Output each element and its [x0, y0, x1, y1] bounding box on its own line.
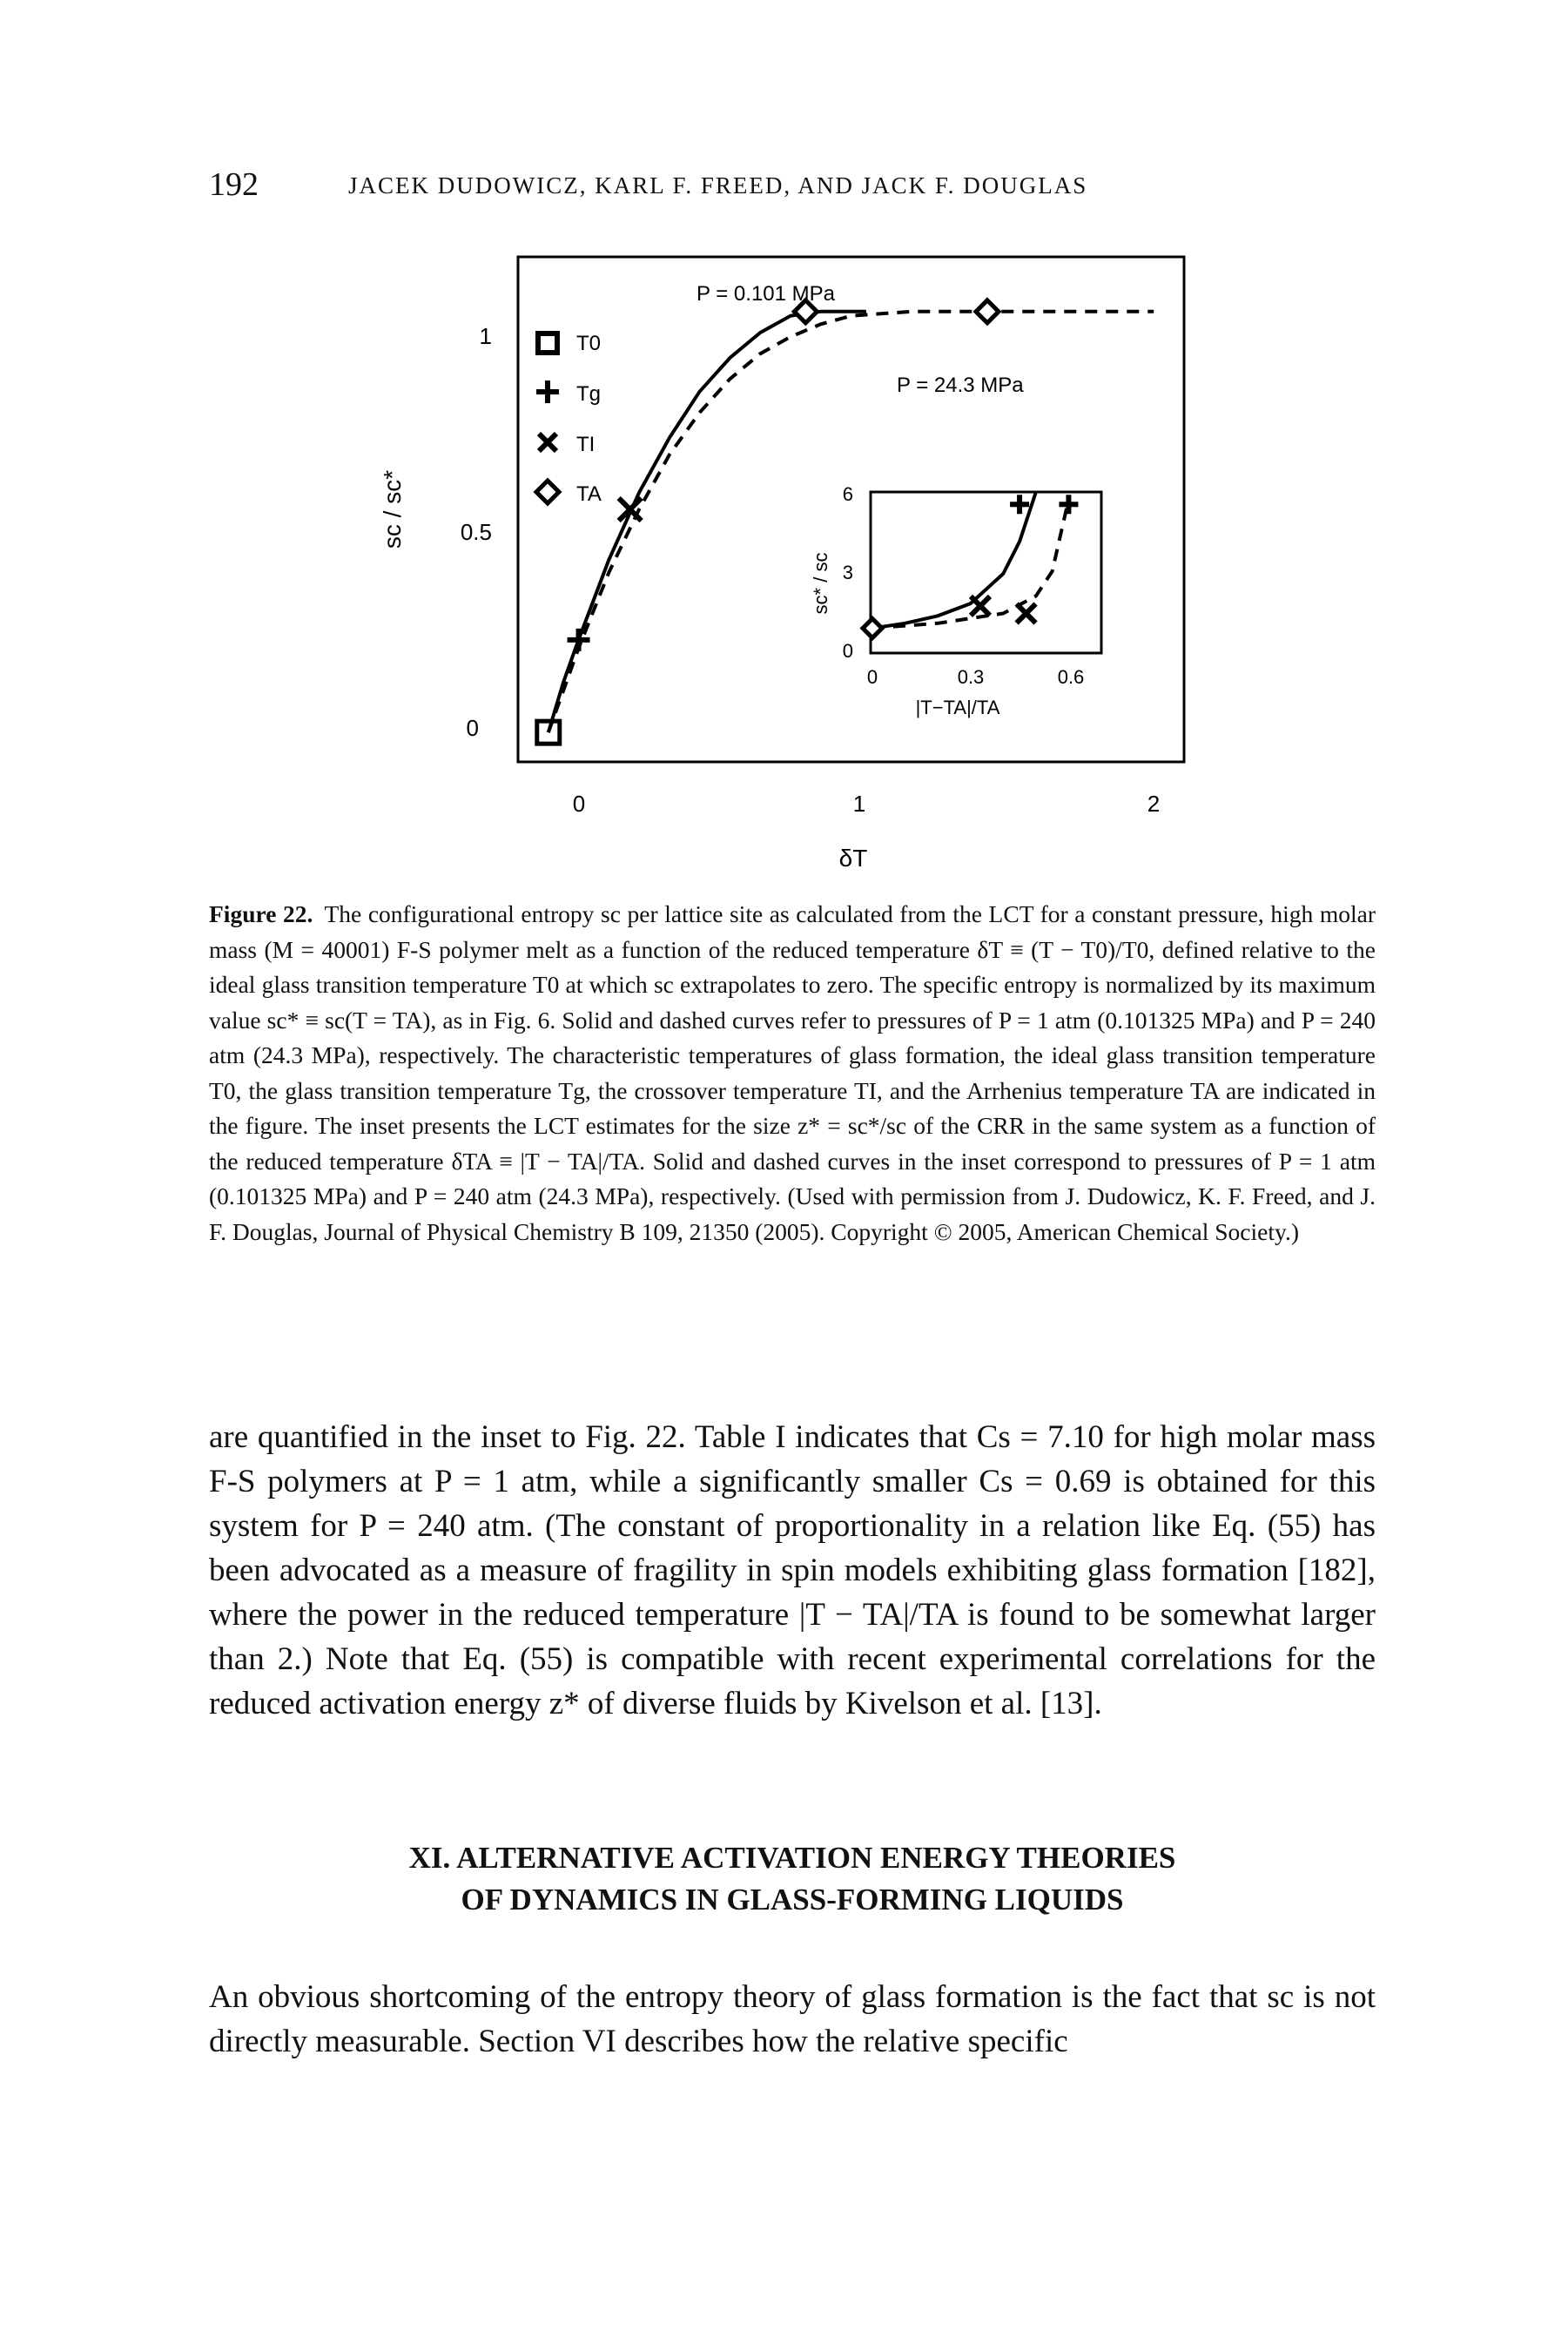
- diamond-marker: [791, 297, 820, 327]
- body-paragraph: An obvious shortcoming of the entropy th…: [209, 1979, 1376, 2059]
- caption-label: Figure 22.: [209, 900, 313, 927]
- section-heading-line: XI. ALTERNATIVE ACTIVATION ENERGY THEORI…: [408, 1841, 1176, 1875]
- cross-marker: [616, 495, 643, 523]
- diamond-marker: [859, 616, 885, 642]
- x-tick-label: 1: [853, 791, 865, 817]
- inset-y-tick-label: 3: [843, 562, 853, 583]
- body-paragraph: are quantified in the inset to Fig. 22. …: [209, 1419, 1376, 1721]
- page-number: 192: [209, 166, 259, 203]
- legend-square-marker: [535, 331, 560, 355]
- y-tick-label: 1: [480, 323, 492, 349]
- x-tick-label: 2: [1147, 791, 1160, 817]
- inset-x-tick-label: 0.6: [1058, 666, 1085, 688]
- x-tick-label: 0: [573, 791, 585, 817]
- square-marker: [535, 718, 562, 746]
- plus-marker: [1010, 495, 1030, 515]
- figure-22: 0 0.5 1 0 1 2 δT sc / sc* P = 0.101 MPa …: [331, 244, 1254, 888]
- diamond-marker: [972, 297, 1002, 327]
- solid-curve: [871, 491, 1038, 630]
- solid-curve: [546, 309, 866, 733]
- figure-chart: 0 0.5 1 0 1 2 δT sc / sc* P = 0.101 MPa …: [379, 255, 1186, 872]
- section-heading: XI. ALTERNATIVE ACTIVATION ENERGY THEORI…: [209, 1837, 1376, 1921]
- inset-frame: [869, 490, 1103, 655]
- legend-label: TA: [576, 482, 602, 506]
- main-plot-frame: [516, 255, 1186, 764]
- y-axis-label: sc / sc*: [379, 470, 406, 549]
- legend-label: T0: [576, 332, 601, 355]
- inset-y-tick-label: 6: [843, 483, 853, 505]
- curve-label-dashed: P = 24.3 MPa: [897, 374, 1024, 397]
- caption-text: The configurational entropy sc per latti…: [209, 900, 1376, 1245]
- section-heading-line: OF DYNAMICS IN GLASS-FORMING LIQUIDS: [461, 1883, 1124, 1917]
- legend: T0 Tg TI TA: [533, 331, 602, 507]
- inset-y-axis-label: sc* / sc: [810, 553, 831, 615]
- plus-marker: [567, 628, 590, 651]
- x-axis-label: δT: [839, 845, 868, 872]
- y-tick-label: 0: [467, 715, 479, 741]
- plus-marker: [1059, 495, 1079, 515]
- inset-y-tick-label: 0: [843, 640, 853, 662]
- inset-x-axis-label: |T−TA|/TA: [916, 697, 1000, 718]
- legend-label: TI: [576, 433, 595, 456]
- figure-caption: Figure 22. The configurational entropy s…: [209, 897, 1376, 1250]
- legend-plus-marker: [536, 381, 559, 403]
- curve-label-solid: P = 0.101 MPa: [697, 282, 836, 306]
- cross-marker: [968, 594, 993, 618]
- running-head: JACEK DUDOWICZ, KARL F. FREED, AND JACK …: [348, 172, 1088, 199]
- legend-label: Tg: [576, 382, 601, 406]
- inset-x-tick-label: 0.3: [958, 666, 985, 688]
- inset-x-tick-label: 0: [867, 666, 878, 688]
- y-tick-label: 0.5: [461, 519, 492, 545]
- cross-marker: [1014, 602, 1038, 625]
- page-header: 192 JACEK DUDOWICZ, KARL F. FREED, AND J…: [209, 165, 1376, 218]
- legend-diamond-marker: [533, 477, 562, 507]
- legend-cross-marker: [536, 431, 559, 454]
